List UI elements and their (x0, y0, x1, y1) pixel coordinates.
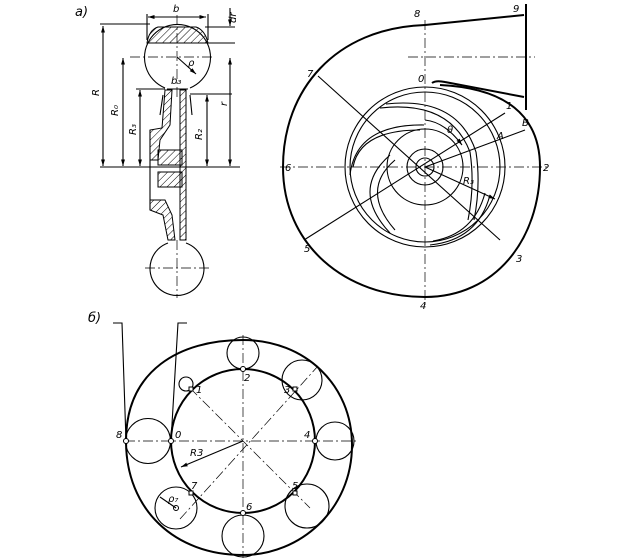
label-rho7: ρ₇ (168, 494, 178, 505)
point-b-7: 7 (191, 481, 198, 492)
label-rho: ρ (188, 58, 195, 69)
label-b-R3: R3 (190, 448, 203, 459)
panel-label-a: a) (75, 5, 88, 20)
point-b-5: 5 (292, 481, 298, 492)
label-theta: θ (447, 125, 453, 136)
label-R3: R₃ (128, 124, 139, 135)
point-4: 4 (420, 301, 426, 312)
volute-construction: б) 8 0 1 2 3 4 (88, 311, 358, 558)
point-0: 0 (418, 74, 424, 85)
point-1: 1 (506, 101, 512, 112)
panel-label-b: б) (88, 311, 101, 326)
hatched-layer-dr (146, 26, 209, 44)
point-8: 8 (414, 9, 420, 20)
point-9: 9 (513, 4, 519, 15)
point-b-1: 1 (196, 385, 202, 396)
label-dr: dr (228, 12, 239, 23)
label-R0: R₀ (110, 105, 121, 116)
point-7: 7 (307, 69, 314, 80)
point-b-8: 8 (116, 430, 122, 441)
label-R2: R₂ (194, 129, 205, 140)
meridional-section: a) b dr (75, 4, 240, 298)
label-b3: b₃ (171, 76, 181, 87)
point-A: A (496, 131, 504, 142)
label-R3-plan: R₃ (463, 176, 474, 187)
point-B: B (522, 118, 529, 129)
volute-section-top (143, 23, 212, 89)
volute-spiral (281, 24, 542, 299)
label-R: R (91, 89, 102, 96)
volute-section-bottom (149, 242, 205, 296)
point-5: 5 (304, 244, 310, 255)
point-b-0: 0 (175, 430, 181, 441)
point-b-3: 3 (284, 385, 290, 396)
point-b-6: 6 (246, 502, 252, 513)
point-b-4: 4 (304, 430, 310, 441)
volute-plan-view: 8 9 7 0 1 θ B A 6 2 R₃ 5 3 4 (280, 4, 549, 312)
label-b: b (173, 4, 179, 15)
point-3: 3 (516, 254, 522, 265)
label-r: r (219, 101, 230, 106)
point-b-2: 2 (244, 373, 250, 384)
point-2: 2 (543, 163, 549, 174)
construction-points (123, 366, 318, 516)
point-6: 6 (285, 163, 291, 174)
impeller-blades (349, 102, 491, 246)
outer-spiral (125, 338, 354, 557)
